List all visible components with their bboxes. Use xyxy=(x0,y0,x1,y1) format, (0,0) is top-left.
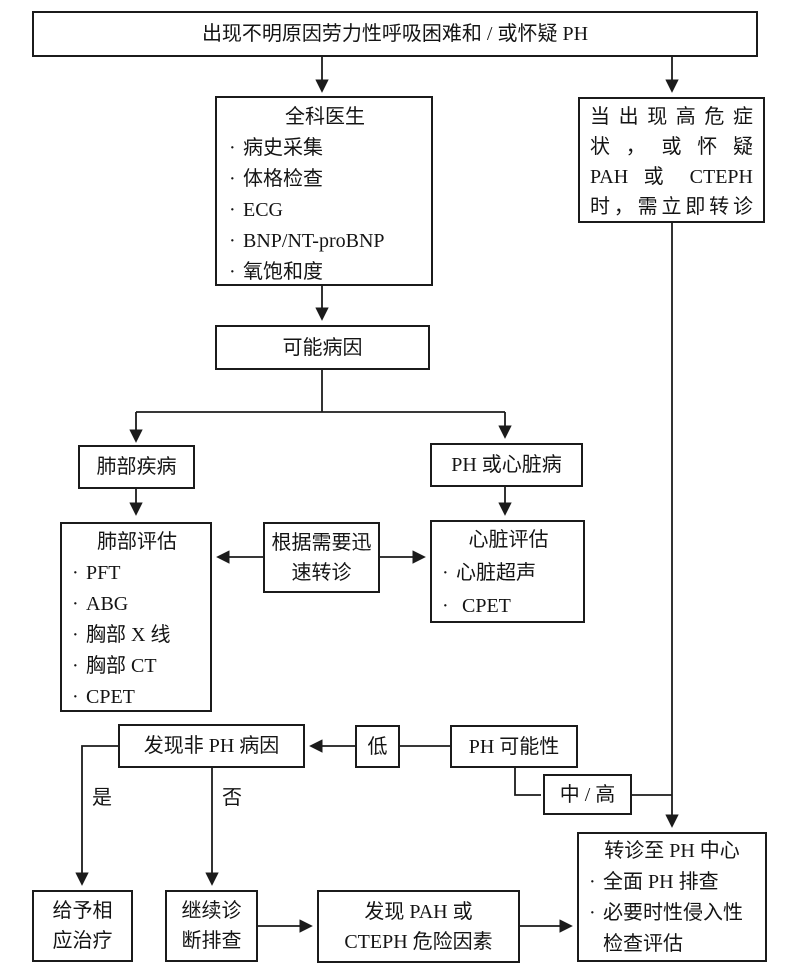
urgent-line: 时，需立即转诊 xyxy=(590,196,753,218)
ph-center-box: 转诊至 PH 中心 · 全面 PH 排查 · 必要时性侵入性检查评估 xyxy=(577,832,767,962)
bullet-icon: · xyxy=(589,902,596,924)
heart-eval-box: 心脏评估 · 心脏超声 · CPET xyxy=(430,520,585,623)
lung-eval-box: 肺部评估 · PFT · ABG · 胸部 X 线 · 胸部 CT · CPET xyxy=(60,522,212,712)
ph-center-item: · 全面 PH 排查 xyxy=(587,867,757,898)
ph-center-item: · 必要时性侵入性检查评估 xyxy=(587,898,757,960)
urgent-line: PAH 或 CTEPH xyxy=(590,166,753,188)
symptom-start-box: 出现不明原因劳力性呼吸困难和 / 或怀疑 PH xyxy=(32,11,758,57)
bullet-icon: · xyxy=(589,871,596,893)
bullet-icon: · xyxy=(72,624,79,646)
pah-risk-line: 发现 PAH 或 xyxy=(364,900,473,923)
gp-item: · BNP/NT-proBNP xyxy=(227,226,423,257)
gp-item: · ECG xyxy=(227,195,423,226)
yes-label: 是 xyxy=(92,787,112,809)
heart-eval-item: · 心脏超声 xyxy=(440,557,577,590)
mid-high-box: 中 / 高 xyxy=(543,774,632,815)
bullet-icon: · xyxy=(229,199,236,221)
bullet-icon: · xyxy=(72,655,79,677)
no-label: 否 xyxy=(222,787,242,809)
lung-eval-item: · CPET xyxy=(70,682,204,713)
lung-eval-item: · PFT xyxy=(70,558,204,589)
treatment-box: 给予相应治疗 xyxy=(32,890,133,962)
lung-eval-title: 肺部评估 xyxy=(97,531,177,553)
bullet-icon: · xyxy=(72,593,79,615)
gp-item: · 氧饱和度 xyxy=(227,257,423,288)
heart-eval-title: 心脏评估 xyxy=(468,529,549,551)
gp-title: 全科医生 xyxy=(285,106,365,128)
bullet-icon: · xyxy=(442,562,449,584)
bullet-icon: · xyxy=(72,562,79,584)
bullet-icon: · xyxy=(229,168,236,190)
bullet-icon: · xyxy=(229,261,236,283)
low-probability-box: 低 xyxy=(355,725,400,768)
refer-as-needed-box: 根据需要迅速转诊 xyxy=(263,522,380,593)
gp-evaluation-box: 全科医生 · 病史采集 · 体格检查 · ECG · BNP/NT-proBNP… xyxy=(215,96,433,286)
urgent-line: 当出现高危症 xyxy=(590,106,753,128)
bullet-icon: · xyxy=(442,595,449,617)
lung-eval-item: · 胸部 X 线 xyxy=(70,620,204,651)
gp-item: · 体格检查 xyxy=(227,164,423,195)
urgent-line: 状，或怀疑 xyxy=(590,136,753,158)
heart-eval-item: · CPET xyxy=(440,590,577,623)
possible-cause-box: 可能病因 xyxy=(215,325,430,370)
pah-risk-line: CTEPH 危险因素 xyxy=(344,930,493,953)
continue-diagnosis-box: 继续诊断排查 xyxy=(165,890,258,962)
gp-item: · 病史采集 xyxy=(227,133,423,164)
symptom-start-text: 出现不明原因劳力性呼吸困难和 / 或怀疑 PH xyxy=(201,23,589,45)
ph-center-title: 转诊至 PH 中心 xyxy=(604,840,740,862)
ph-or-heart-box: PH 或心脏病 xyxy=(430,443,583,487)
bullet-icon: · xyxy=(229,137,236,159)
bullet-icon: · xyxy=(72,686,79,708)
lung-disease-box: 肺部疾病 xyxy=(78,445,195,489)
pah-risk-box: 发现 PAH 或 CTEPH 危险因素 xyxy=(317,890,520,963)
lung-eval-item: · ABG xyxy=(70,589,204,620)
urgent-referral-box: 当出现高危症 状，或怀疑 PAH 或 CTEPH 时，需立即转诊 xyxy=(578,97,765,223)
non-ph-cause-box: 发现非 PH 病因 xyxy=(118,724,305,768)
ph-likelihood-box: PH 可能性 xyxy=(450,725,578,768)
bullet-icon: · xyxy=(229,230,236,252)
lung-eval-item: · 胸部 CT xyxy=(70,651,204,682)
